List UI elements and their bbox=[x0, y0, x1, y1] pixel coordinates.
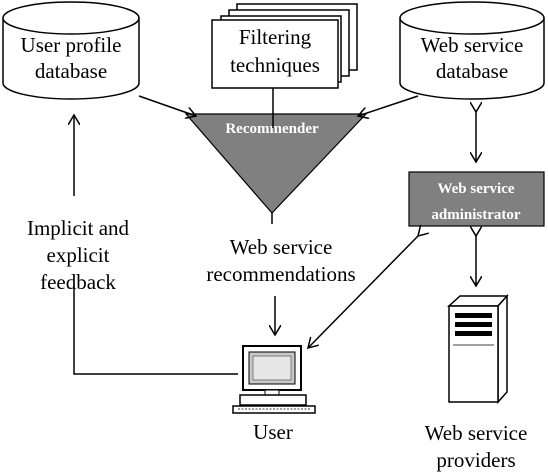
server-icon bbox=[447, 294, 509, 404]
user-profile-db-label-1: User profile bbox=[21, 33, 122, 57]
userdb-to-recommender-arrow bbox=[138, 95, 196, 116]
web-service-administrator: Web service administrator bbox=[408, 171, 545, 227]
admin-user-double-arrow bbox=[308, 236, 418, 348]
svg-text:explicit: explicit bbox=[47, 243, 110, 267]
filtering-label-1: Filtering bbox=[239, 25, 312, 49]
feedback-label: Implicit and explicit feedback bbox=[27, 216, 130, 294]
recommendations-label: Web service recommendations bbox=[206, 235, 355, 286]
wsdb-to-recommender-arrow bbox=[358, 95, 419, 116]
recommender-label: Recommender bbox=[225, 121, 319, 137]
svg-text:providers: providers bbox=[436, 448, 515, 472]
user-label: User bbox=[253, 420, 293, 444]
filtering-label-2: techniques bbox=[230, 53, 320, 77]
web-service-database: Web service database bbox=[399, 1, 545, 100]
filtering-techniques-stack: Filtering techniques bbox=[211, 3, 358, 89]
svg-text:recommendations: recommendations bbox=[206, 262, 355, 286]
ws-admin-label-2: administrator bbox=[431, 207, 521, 223]
providers-label: Web service providers bbox=[425, 421, 528, 472]
feedback-line bbox=[73, 286, 238, 375]
web-service-db-label-2: database bbox=[436, 59, 508, 83]
computer-icon bbox=[232, 345, 316, 414]
svg-text:Web service: Web service bbox=[425, 421, 528, 445]
user-profile-database: User profile database bbox=[2, 1, 140, 100]
recommender: Recommender bbox=[184, 113, 368, 214]
svg-text:feedback: feedback bbox=[40, 270, 116, 294]
svg-text:Web service: Web service bbox=[230, 235, 333, 259]
user-profile-db-label-2: database bbox=[35, 59, 107, 83]
svg-text:Implicit and: Implicit and bbox=[27, 216, 130, 240]
ws-admin-label-1: Web service bbox=[437, 181, 514, 197]
web-service-db-label-1: Web service bbox=[421, 33, 524, 57]
